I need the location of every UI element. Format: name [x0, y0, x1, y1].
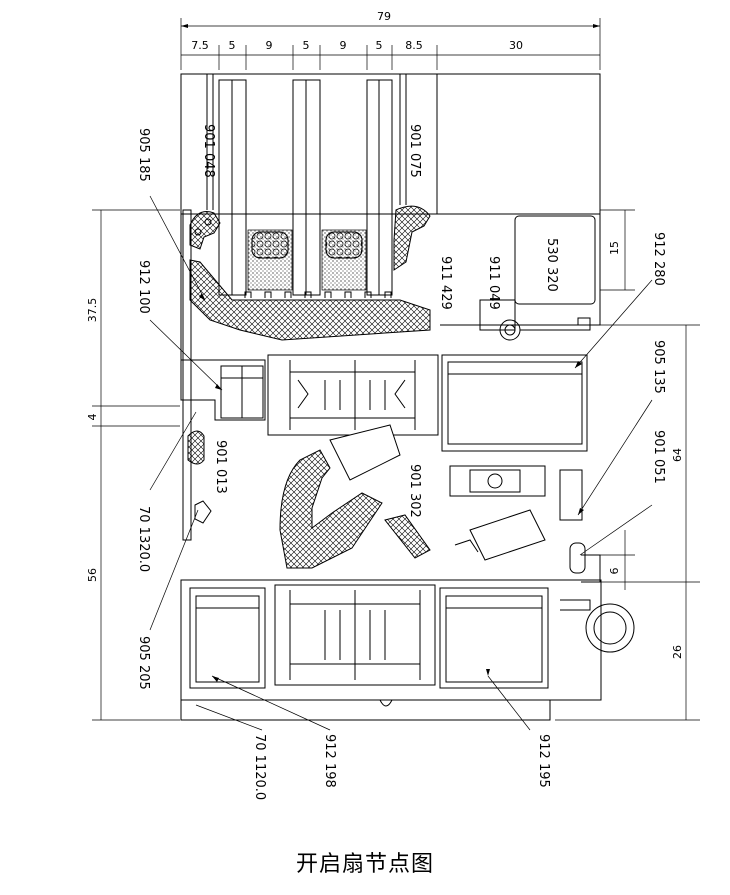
spacer-1 — [247, 229, 293, 291]
label-912195: 912 195 — [536, 734, 551, 788]
label-905205: 905 205 — [136, 636, 151, 690]
reinforcement-530320 — [440, 213, 601, 341]
dim-top-1: 7.5 — [191, 39, 209, 52]
glazing-gasket-right — [393, 205, 431, 271]
top-dimensions: 79 7.5 5 9 5 9 5 8.5 30 — [180, 10, 601, 70]
leader-arrows — [199, 293, 584, 682]
label-901075: 901 075 — [407, 124, 422, 178]
part-labels: 905 185 901 048 901 075 912 100 911 429 … — [136, 124, 666, 800]
sash-seal-905185 — [189, 259, 431, 341]
label-912280: 912 280 — [651, 232, 666, 286]
spacer-2 — [321, 229, 367, 291]
dim-top-6: 5 — [376, 39, 383, 52]
label-901048: 901 048 — [201, 124, 216, 178]
dim-top-4: 5 — [303, 39, 310, 52]
label-911049: 911 049 — [486, 256, 501, 310]
dim-left-1: 37.5 — [86, 298, 99, 323]
label-701120: 70 1120.0 — [252, 734, 267, 800]
dim-top-3: 9 — [266, 39, 273, 52]
label-911429: 911 429 — [438, 256, 453, 310]
dim-left-2: 4 — [86, 414, 99, 421]
label-912198: 912 198 — [322, 734, 337, 788]
drawing-caption: 开启扇节点图 — [295, 852, 434, 877]
label-901013: 901 013 — [213, 440, 228, 494]
right-dimensions: 15 64 6 26 — [555, 209, 700, 721]
dim-top-2: 5 — [229, 39, 236, 52]
dim-right-2: 64 — [671, 448, 684, 462]
label-901302: 901 302 — [407, 464, 422, 518]
dim-top-8: 30 — [509, 39, 523, 52]
label-701320: 70 1320.0 — [136, 506, 151, 572]
label-912100: 912 100 — [136, 260, 151, 314]
dim-right-3: 6 — [608, 568, 621, 575]
label-530320: 530 320 — [544, 238, 559, 292]
sash-profile-upper — [180, 209, 588, 541]
dim-right-1: 15 — [608, 241, 621, 255]
leader-lines — [149, 195, 653, 731]
center-seal-901302 — [279, 424, 431, 569]
dim-left-3: 56 — [86, 568, 99, 582]
label-905185: 905 185 — [136, 128, 151, 182]
left-dimensions: 37.5 4 56 — [86, 209, 180, 721]
label-905135: 905 135 — [651, 340, 666, 394]
dim-top-7: 8.5 — [405, 39, 423, 52]
glazing-unit — [180, 73, 601, 296]
dim-top-5: 9 — [340, 39, 347, 52]
dim-right-4: 26 — [671, 645, 684, 659]
hardware-locking — [449, 465, 586, 574]
dim-overall: 79 — [377, 10, 391, 23]
frame-profile-lower — [180, 554, 635, 721]
label-901051: 901 051 — [651, 430, 666, 484]
glazing-gasket-left — [189, 211, 221, 250]
